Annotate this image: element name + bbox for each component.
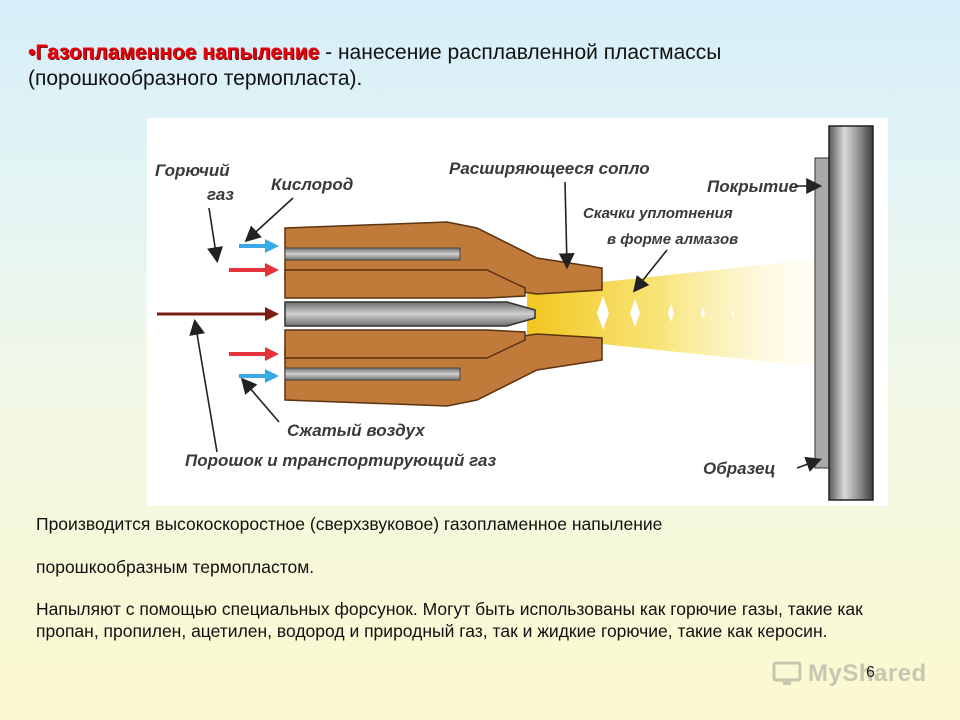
label-compressed-air: Сжатый воздух (287, 421, 426, 440)
label-fuel-gas-1: Горючий (155, 161, 230, 180)
nozzle-inner-bottom (284, 329, 526, 359)
shock-diamonds (597, 296, 734, 330)
leader-lines (189, 178, 823, 472)
diagram-svg: Горючий газ Кислород Расширяющееся сопло… (155, 125, 874, 501)
label-coating: Покрытие (707, 177, 798, 196)
watermark-monitor-icon (772, 661, 802, 685)
title-line-2: (порошкообразного термопласта). (28, 67, 363, 90)
powder-arrow (157, 307, 279, 321)
fuel-gas-arrows (229, 263, 279, 361)
title-bullet: • (28, 41, 36, 64)
label-nozzle: Расширяющееся сопло (449, 159, 650, 178)
oxygen-arrows (239, 239, 279, 383)
label-powder-gas: Порошок и транспортирующий газ (185, 451, 496, 470)
nozzle-inner-top (284, 269, 526, 299)
spray-nozzle-diagram: Горючий газ Кислород Расширяющееся сопло… (147, 118, 888, 506)
label-sample: Образец (703, 459, 775, 478)
watermark-text: MyShared (808, 660, 927, 687)
label-shock-2: в форме алмазов (607, 231, 738, 248)
paragraph-1: Производится высокоскоростное (сверхзвук… (36, 514, 663, 534)
powder-tube (284, 301, 536, 327)
label-fuel-gas-2: газ (207, 185, 234, 204)
slide-number: 6 (866, 664, 875, 681)
paragraph-3: Напыляют с помощью специальных форсунок.… (36, 599, 863, 641)
title-definition: - нанесение расплавленной пластмассы (319, 41, 722, 64)
title-term: Газопламенное напыление (35, 41, 320, 64)
label-oxygen: Кислород (271, 175, 353, 194)
slide-title: •Газопламенное напыление - нанесение рас… (28, 40, 928, 92)
label-shock-1: Скачки уплотнения (583, 205, 733, 222)
sample-plate (814, 125, 874, 501)
watermark: MyShared (772, 656, 932, 692)
paragraph-2: порошкообразным термопластом. (36, 557, 315, 577)
